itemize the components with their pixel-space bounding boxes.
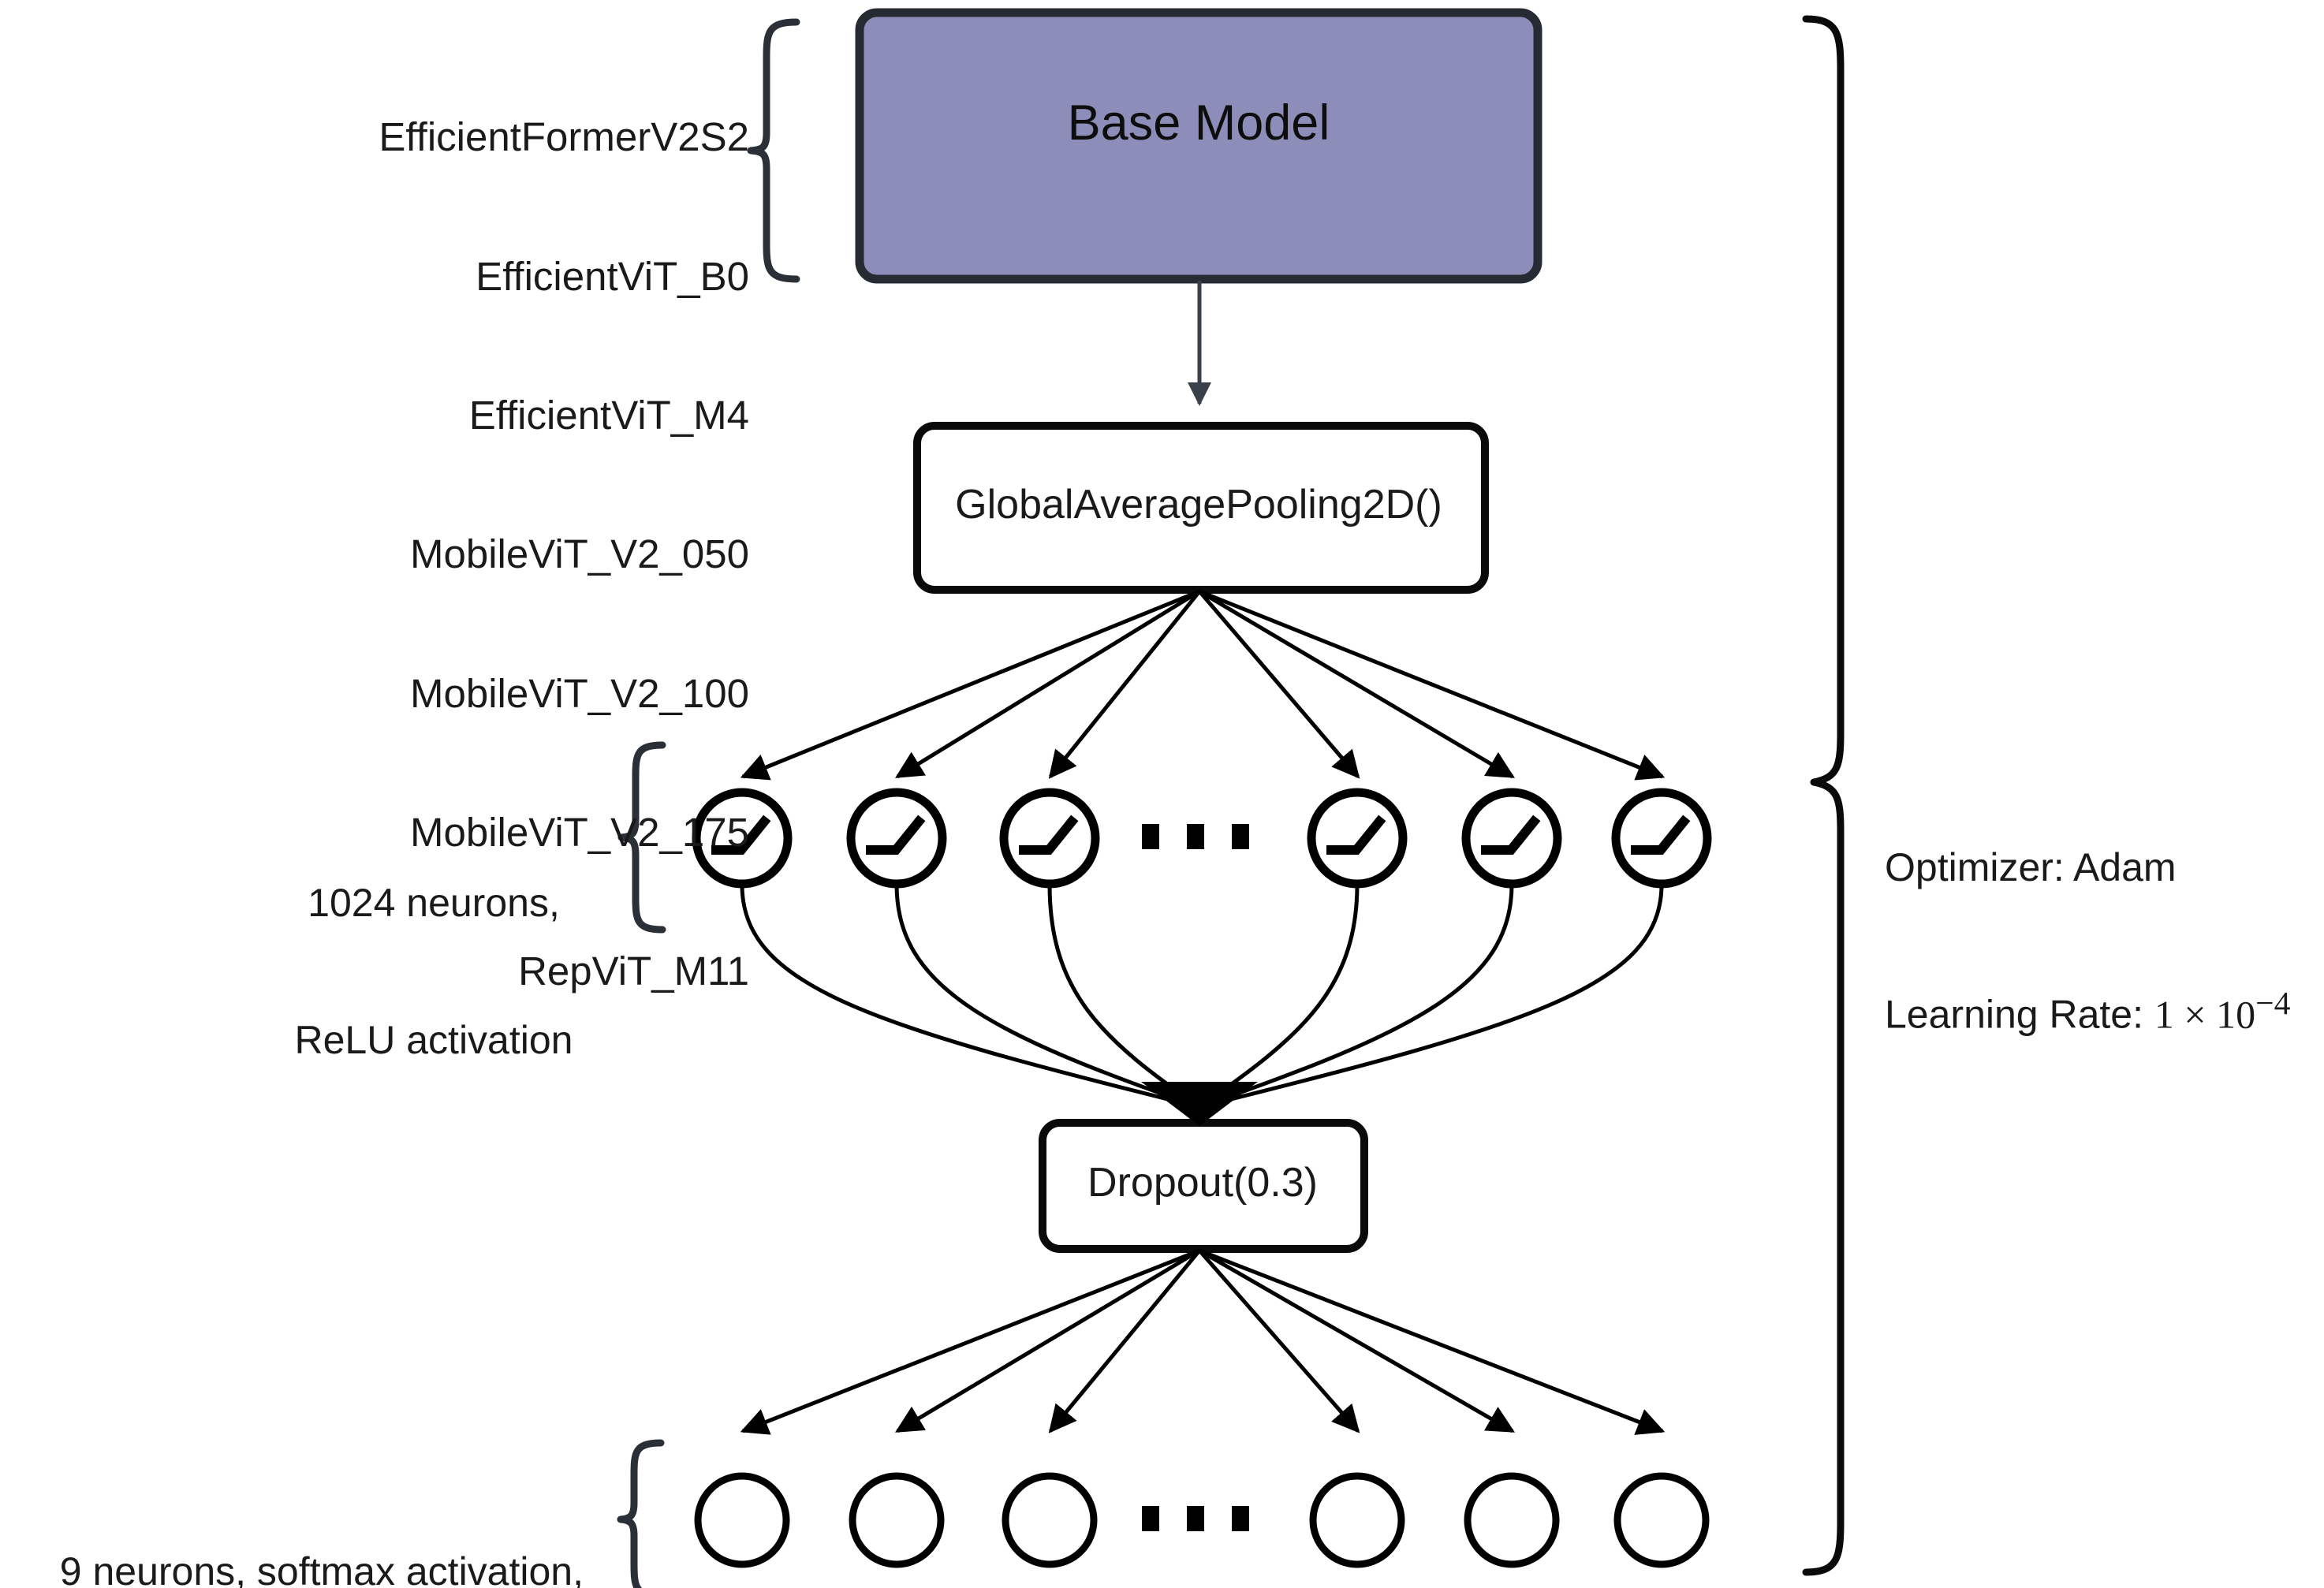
hidden-neuron[interactable]: [999, 788, 1100, 889]
training-config-annotation: Optimizer: Adam Learning Rate: 1 × 10−4: [1885, 753, 2324, 1125]
output-neuron[interactable]: [1464, 1472, 1560, 1568]
hidden-neuron[interactable]: [846, 788, 947, 889]
base-model-item: MobileViT_V2_050: [409, 531, 749, 577]
hidden-layer-ellipsis: [1142, 824, 1249, 849]
learning-rate-prefix: Learning Rate:: [1885, 992, 2154, 1037]
hidden-neuron[interactable]: [1461, 788, 1562, 889]
output-layer-ellipsis: [1142, 1506, 1249, 1531]
hidden-neuron[interactable]: [692, 788, 793, 889]
hidden-layer-brace: [617, 741, 666, 934]
edges-gap-to-hidden-layer: [740, 589, 1666, 781]
hidden-layer-annotation: 1024 neurons, ReLU activation: [237, 788, 631, 1154]
output-layer-annotation-line: 9 neurons, softmax activation,: [59, 1549, 584, 1588]
hidden-layer-annotation-line: 1024 neurons,: [308, 881, 560, 925]
output-layer-neurons: [694, 1472, 1710, 1568]
output-layer-annotation: 9 neurons, softmax activation, predictio…: [8, 1457, 584, 1588]
base-model-box[interactable]: [855, 8, 1542, 284]
output-layer-brace: [617, 1439, 665, 1588]
optimizer-line: Optimizer: Adam: [1885, 845, 2177, 889]
learning-rate-line: Learning Rate: 1 × 10−4: [1885, 985, 2324, 1037]
base-model-item: MobileViT_V2_100: [409, 670, 749, 716]
output-neuron[interactable]: [1002, 1472, 1098, 1568]
hidden-neuron[interactable]: [1307, 788, 1408, 889]
base-model-list-brace: [747, 18, 800, 283]
output-neuron[interactable]: [1613, 1472, 1710, 1568]
hidden-layer-neurons: [692, 788, 1712, 889]
global-average-pooling-box[interactable]: [913, 422, 1489, 594]
output-neuron[interactable]: [849, 1472, 945, 1568]
learning-rate-mantissa: 1 × 10: [2154, 992, 2256, 1037]
global-average-pooling-label: GlobalAveragePooling2D(): [955, 482, 1442, 527]
training-config-brace: [1802, 15, 1845, 1576]
output-neuron[interactable]: [1309, 1472, 1405, 1568]
dropout-label: Dropout(0.3): [1087, 1160, 1318, 1206]
base-model-item: EfficientFormerV2S2: [379, 114, 749, 160]
edges-dropout-to-output-layer: [740, 1248, 1666, 1435]
hidden-layer-annotation-line: ReLU activation: [294, 1018, 573, 1062]
edges-hidden-layer-to-dropout: [740, 884, 1664, 1126]
base-model-item: RepViT_M11: [518, 949, 749, 994]
hidden-neuron[interactable]: [1611, 788, 1712, 889]
learning-rate-exponent: −4: [2255, 986, 2291, 1022]
output-neuron[interactable]: [694, 1472, 790, 1568]
base-model-list: EfficientFormerV2S2 EfficientViT_B0 Effi…: [315, 21, 749, 1087]
base-model-item: EfficientViT_B0: [476, 253, 749, 299]
base-model-item: MobileViT_V2_175: [409, 809, 749, 855]
base-model-box-label: Base Model: [1067, 95, 1330, 151]
base-model-item: EfficientViT_M4: [468, 392, 749, 438]
